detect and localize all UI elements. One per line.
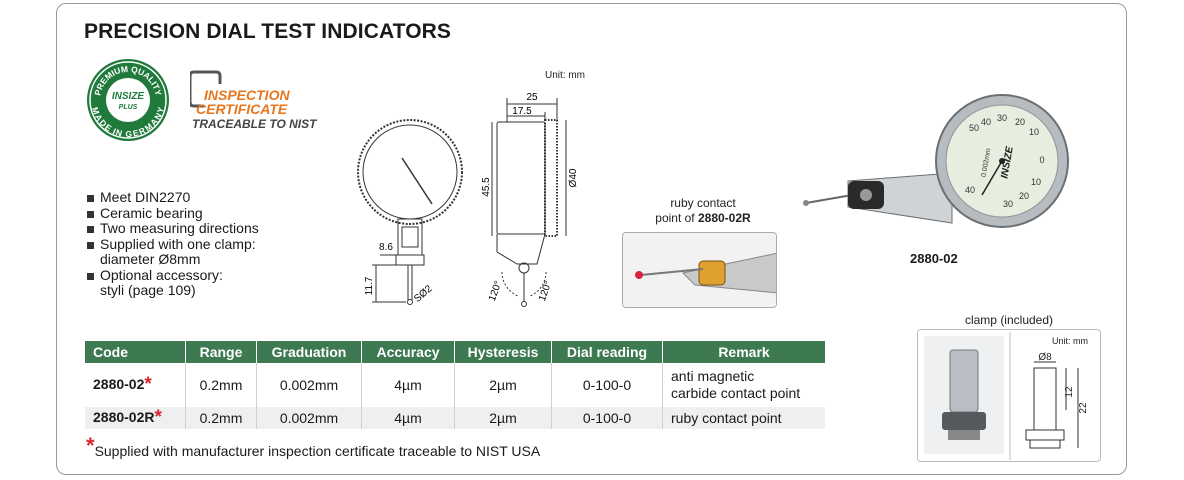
- traceable-text: TRACEABLE TO NIST: [192, 117, 318, 131]
- dim-40: Ø40: [568, 168, 579, 187]
- product-model-label: 2880-02: [910, 251, 958, 266]
- ruby-caption-line2: point of 2880-02R: [648, 211, 758, 226]
- dim-11-7: 11.7: [364, 276, 375, 295]
- catalog-panel: [56, 3, 1127, 475]
- feature-item: Ceramic bearing: [86, 205, 259, 222]
- dial-number: 0: [1039, 155, 1044, 165]
- clamp-panel: Unit: mm Ø8 12 22: [917, 329, 1101, 462]
- col-header-code: Code: [85, 341, 186, 363]
- cell-dial-reading: 0-100-0: [551, 407, 663, 429]
- cell-remark: ruby contact point: [662, 407, 825, 429]
- cell-remark-line1: anti magnetic: [671, 368, 755, 384]
- clamp-caption: clamp (included): [964, 313, 1054, 327]
- dial-number: 20: [1019, 191, 1029, 201]
- footnote-text: Supplied with manufacturer inspection ce…: [94, 443, 541, 459]
- footnote-star: *: [86, 433, 95, 458]
- col-header-accuracy: Accuracy: [361, 341, 455, 363]
- dim-17-5: 17.5: [512, 106, 532, 117]
- clamp-unit: Unit: mm: [1052, 336, 1088, 346]
- cell-graduation: 0.002mm: [256, 363, 362, 407]
- feature-item-cont: styli (page 109): [100, 282, 196, 298]
- footnote: *Supplied with manufacturer inspection c…: [86, 433, 541, 463]
- dial-number: 10: [1031, 177, 1041, 187]
- inspection-certificate-icon: INSPECTION CERTIFICATE TRACEABLE TO NIST: [190, 70, 318, 131]
- clamp-dim-dia: Ø8: [1038, 352, 1052, 363]
- spec-table: Code Range Graduation Accuracy Hysteresi…: [85, 341, 825, 429]
- dial-number: 40: [981, 117, 991, 127]
- ruby-contact-illustration: [623, 233, 776, 307]
- cell-remark: anti magnetic carbide contact point: [662, 363, 825, 407]
- dim-45-5: 45.5: [481, 177, 492, 197]
- dial-number: 30: [1003, 199, 1013, 209]
- dial-number: 50: [969, 123, 979, 133]
- dial-graduation-text: 0.002mm: [981, 148, 993, 178]
- dial-number: 10: [1029, 127, 1039, 137]
- dim-25: 25: [526, 92, 538, 103]
- cell-hysteresis: 2µm: [454, 407, 552, 429]
- seal-brand: INSIZE: [112, 91, 145, 102]
- table-row: 2880-02* 0.2mm 0.002mm 4µm 2µm 0-100-0 a…: [85, 363, 825, 407]
- dim-s2: SØ2: [412, 283, 435, 305]
- cell-code-text: 2880-02R: [93, 409, 155, 425]
- cell-hysteresis: 2µm: [454, 363, 552, 407]
- col-header-range: Range: [185, 341, 257, 363]
- seal-sub: PLUS: [119, 104, 138, 111]
- ruby-caption-prefix: point of: [655, 211, 698, 225]
- feature-list: Meet DIN2270 Ceramic bearing Two measuri…: [86, 189, 259, 299]
- feature-item-cont: diameter Ø8mm: [100, 251, 201, 267]
- cell-remark-line2: carbide contact point: [671, 385, 801, 401]
- dial-number: 40: [965, 185, 975, 195]
- ruby-caption-line1: ruby contact: [670, 196, 736, 210]
- inspection-line1: INSPECTION: [204, 87, 290, 103]
- technical-drawing: 25 17.5 45.5 Ø40 8.6 11.7 SØ2 120° 120°: [357, 92, 579, 307]
- feature-item: Two measuring directions: [86, 220, 259, 237]
- clamp-dim-22: 22: [1078, 402, 1089, 414]
- feature-item: Supplied with one clamp:: [86, 236, 259, 253]
- inspection-line2: CERTIFICATE: [196, 101, 288, 117]
- table-header-row: Code Range Graduation Accuracy Hysteresi…: [85, 341, 825, 363]
- cell-code: 2880-02R*: [85, 407, 186, 429]
- col-header-remark: Remark: [662, 341, 825, 363]
- clamp-illustration: Unit: mm Ø8 12 22: [924, 332, 1089, 460]
- ruby-contact-photo: [622, 232, 777, 308]
- cell-code: 2880-02*: [85, 363, 186, 407]
- col-header-graduation: Graduation: [256, 341, 362, 363]
- cert-star: *: [154, 407, 162, 428]
- cell-dial-reading: 0-100-0: [551, 363, 663, 407]
- cert-star: *: [144, 374, 152, 395]
- cell-range: 0.2mm: [185, 363, 257, 407]
- angle-left: 120°: [487, 280, 504, 303]
- premium-quality-seal: PREMIUM QUALITY MADE IN GERMANY INSIZE P…: [87, 59, 169, 141]
- ruby-caption-model: 2880-02R: [697, 211, 751, 225]
- table-row: 2880-02R* 0.2mm 0.002mm 4µm 2µm 0-100-0 …: [85, 407, 825, 429]
- dial-number: 20: [1015, 117, 1025, 127]
- cell-graduation: 0.002mm: [256, 407, 362, 429]
- col-header-hysteresis: Hysteresis: [454, 341, 552, 363]
- ruby-caption: ruby contact point of 2880-02R: [648, 196, 758, 226]
- dim-8-6: 8.6: [379, 242, 393, 253]
- feature-item: Optional accessory:: [86, 267, 259, 284]
- clamp-dim-12: 12: [1064, 386, 1075, 398]
- drawing-unit: Unit: mm: [545, 70, 585, 81]
- angle-right: 120°: [537, 280, 554, 303]
- cell-range: 0.2mm: [185, 407, 257, 429]
- col-header-dial-reading: Dial reading: [551, 341, 663, 363]
- feature-item: Meet DIN2270: [86, 189, 259, 206]
- dial-number: 30: [997, 113, 1007, 123]
- page-title: PRECISION DIAL TEST INDICATORS: [84, 20, 452, 43]
- cell-code-text: 2880-02: [93, 376, 145, 392]
- cell-accuracy: 4µm: [361, 363, 455, 407]
- cell-accuracy: 4µm: [361, 407, 455, 429]
- product-photo: 50 40 30 20 10 0 10 20 30 40 INSIZE 0.00…: [803, 94, 1069, 228]
